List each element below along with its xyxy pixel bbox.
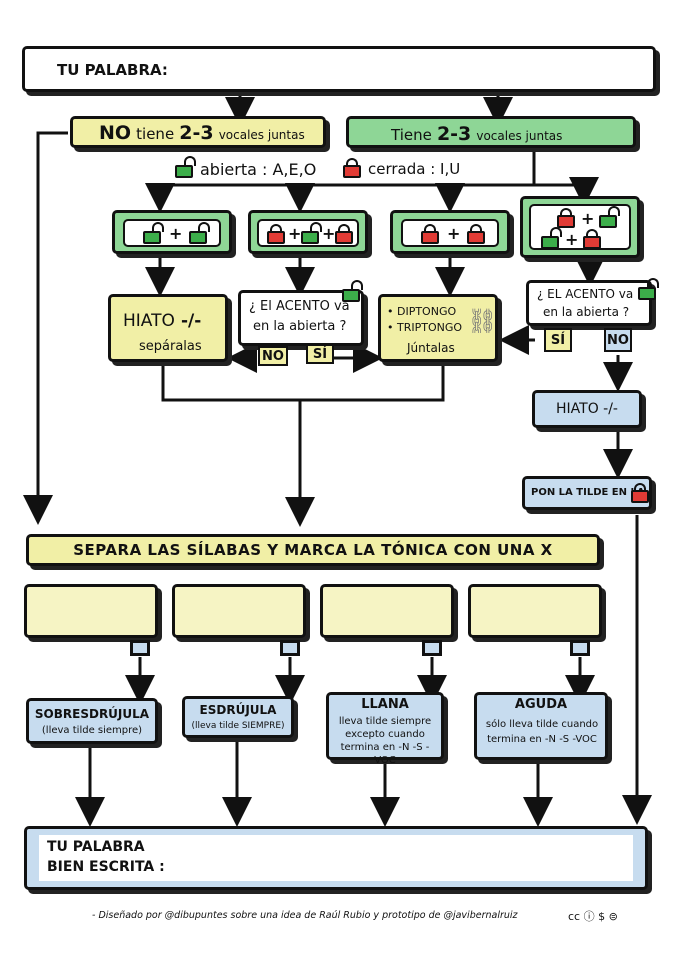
branch-yes-text: Tiene 2-3 vocales juntas bbox=[391, 123, 562, 145]
open-lock-icon bbox=[175, 156, 196, 178]
type-desc: (lleva tilde siempre) bbox=[41, 725, 143, 736]
legend-open: abierta : A,E,O bbox=[200, 160, 317, 179]
hiato-left-box: HIATO -/- sepáralas bbox=[108, 294, 228, 362]
closed-lock-icon bbox=[557, 208, 575, 228]
plus-sign: + bbox=[169, 224, 183, 243]
combo-open-open: + bbox=[112, 210, 232, 254]
pencil-icon bbox=[638, 278, 659, 300]
question-left-si: SÍ bbox=[306, 344, 334, 364]
syllable-input-1[interactable] bbox=[24, 584, 158, 638]
type-desc: (lleva tilde SIEMPRE) bbox=[191, 721, 285, 731]
separa-text: SEPARA LAS SÍLABAS Y MARCA LA TÓNICA CON… bbox=[73, 541, 553, 559]
branch-yes-rest: vocales juntas bbox=[476, 129, 563, 143]
license-icons: cc ⓘ $ ⊜ bbox=[568, 910, 618, 923]
branch-yes-word: Tiene bbox=[391, 126, 432, 144]
syllable-stub bbox=[422, 640, 442, 656]
branch-no-mid: tiene bbox=[136, 125, 175, 143]
type-sobresdrujula: SOBRESDRÚJULA (lleva tilde siempre) bbox=[26, 698, 158, 744]
question-right-si: SÍ bbox=[544, 328, 572, 352]
closed-lock-icon bbox=[467, 224, 485, 244]
syllable-input-2[interactable] bbox=[172, 584, 306, 638]
diptongo-box: • DIPTONGO • TRIPTONGO Júntalas ⛓ bbox=[378, 294, 498, 362]
hiato-right-box: HIATO -/- bbox=[532, 390, 642, 428]
combo-inner: + bbox=[401, 219, 499, 247]
open-lock-icon bbox=[541, 227, 562, 249]
combo-closed-closed: + bbox=[390, 210, 510, 254]
type-title: AGUDA bbox=[514, 697, 568, 712]
branch-no-text: NO tiene 2-3 vocales juntas bbox=[99, 122, 305, 144]
question-right-box: ¿ EL ACENTO va en la abierta ? bbox=[526, 280, 652, 326]
syllable-stub bbox=[570, 640, 590, 656]
diptongo-l3: Júntalas bbox=[407, 341, 455, 355]
combo-inner: + + bbox=[529, 204, 631, 250]
pon-tilde-box: PON LA TILDE EN LA bbox=[522, 476, 652, 510]
closed-lock-icon bbox=[267, 224, 285, 244]
branch-no-rest: vocales juntas bbox=[218, 128, 305, 142]
legend-closed: cerrada : I,U bbox=[368, 160, 461, 178]
plus-sign: + bbox=[322, 224, 336, 243]
plus-sign: + bbox=[565, 230, 579, 249]
diptongo-l2: • TRIPTONGO bbox=[387, 321, 463, 334]
syllable-input-3[interactable] bbox=[320, 584, 454, 638]
branch-no-num: 2-3 bbox=[179, 122, 214, 144]
plus-sign: + bbox=[447, 224, 461, 243]
combo-mixed: + + bbox=[520, 196, 640, 258]
hiato-left-sub: sepáralas bbox=[139, 339, 202, 354]
closed-lock-icon bbox=[343, 158, 361, 178]
separa-box: SEPARA LAS SÍLABAS Y MARCA LA TÓNICA CON… bbox=[26, 534, 600, 566]
question-right-no: NO bbox=[604, 328, 632, 352]
header-label: TU PALABRA: bbox=[57, 61, 168, 79]
pencil-icon bbox=[342, 280, 363, 302]
type-title: ESDRÚJULA bbox=[199, 703, 277, 717]
combo-closed-open-closed: + + bbox=[248, 210, 368, 254]
branch-yes-num: 2-3 bbox=[436, 123, 472, 145]
question-right-line1: ¿ EL ACENTO va bbox=[537, 287, 634, 301]
closed-lock-icon bbox=[631, 483, 649, 503]
type-desc: sólo lleva tilde cuando termina en -N -S… bbox=[485, 719, 599, 745]
link-icon: ⛓ bbox=[467, 307, 498, 335]
open-lock-icon bbox=[301, 222, 322, 244]
branch-yes-box: Tiene 2-3 vocales juntas bbox=[346, 116, 636, 148]
hiato-left-mark: -/- bbox=[181, 311, 202, 331]
question-left-no: NO bbox=[258, 346, 288, 366]
open-lock-icon bbox=[599, 206, 620, 228]
question-left-line2: en la abierta ? bbox=[253, 319, 347, 334]
closed-lock-icon bbox=[335, 224, 353, 244]
question-left-line1: ¿ El ACENTO va bbox=[249, 299, 350, 314]
open-lock-icon bbox=[143, 222, 164, 244]
closed-lock-icon bbox=[421, 224, 439, 244]
header-input-box[interactable]: TU PALABRA: bbox=[22, 46, 656, 92]
final-line1: TU PALABRA bbox=[47, 839, 145, 855]
branch-no-strong: NO bbox=[99, 122, 132, 144]
type-title: LLANA bbox=[361, 697, 409, 712]
open-lock-icon bbox=[189, 222, 210, 244]
hiato-left-title: HIATO bbox=[123, 311, 175, 331]
type-desc: lleva tilde siempre excepto cuando termi… bbox=[338, 716, 432, 766]
hiato-right-text: HIATO -/- bbox=[556, 401, 618, 417]
final-answer-box[interactable]: TU PALABRA BIEN ESCRITA : bbox=[24, 826, 648, 890]
type-llana: LLANA lleva tilde siempre excepto cuando… bbox=[326, 692, 444, 766]
pon-tilde-text: PON LA TILDE EN LA bbox=[531, 487, 645, 498]
type-esdrujula: ESDRÚJULA (lleva tilde SIEMPRE) bbox=[182, 696, 294, 738]
plus-sign: + bbox=[581, 209, 595, 228]
question-left-box: ¿ El ACENTO va en la abierta ? bbox=[238, 290, 364, 346]
plus-sign: + bbox=[288, 224, 302, 243]
final-answer-field[interactable] bbox=[39, 835, 633, 881]
combo-inner: + bbox=[123, 219, 221, 247]
branch-no-box: NO tiene 2-3 vocales juntas bbox=[70, 116, 326, 148]
final-line2: BIEN ESCRITA : bbox=[47, 859, 165, 875]
syllable-input-4[interactable] bbox=[468, 584, 602, 638]
syllable-stub bbox=[280, 640, 300, 656]
diptongo-l1: • DIPTONGO bbox=[387, 305, 457, 318]
footer-credits: - Diseñado por @dibupuntes sobre una ide… bbox=[92, 910, 518, 921]
type-title: SOBRESDRÚJULA bbox=[34, 707, 150, 721]
type-aguda: AGUDA sólo lleva tilde cuando termina en… bbox=[474, 692, 608, 760]
question-right-line2: en la abierta ? bbox=[543, 305, 630, 319]
closed-lock-icon bbox=[583, 229, 601, 249]
syllable-stub bbox=[130, 640, 150, 656]
combo-inner: + + bbox=[257, 219, 359, 247]
